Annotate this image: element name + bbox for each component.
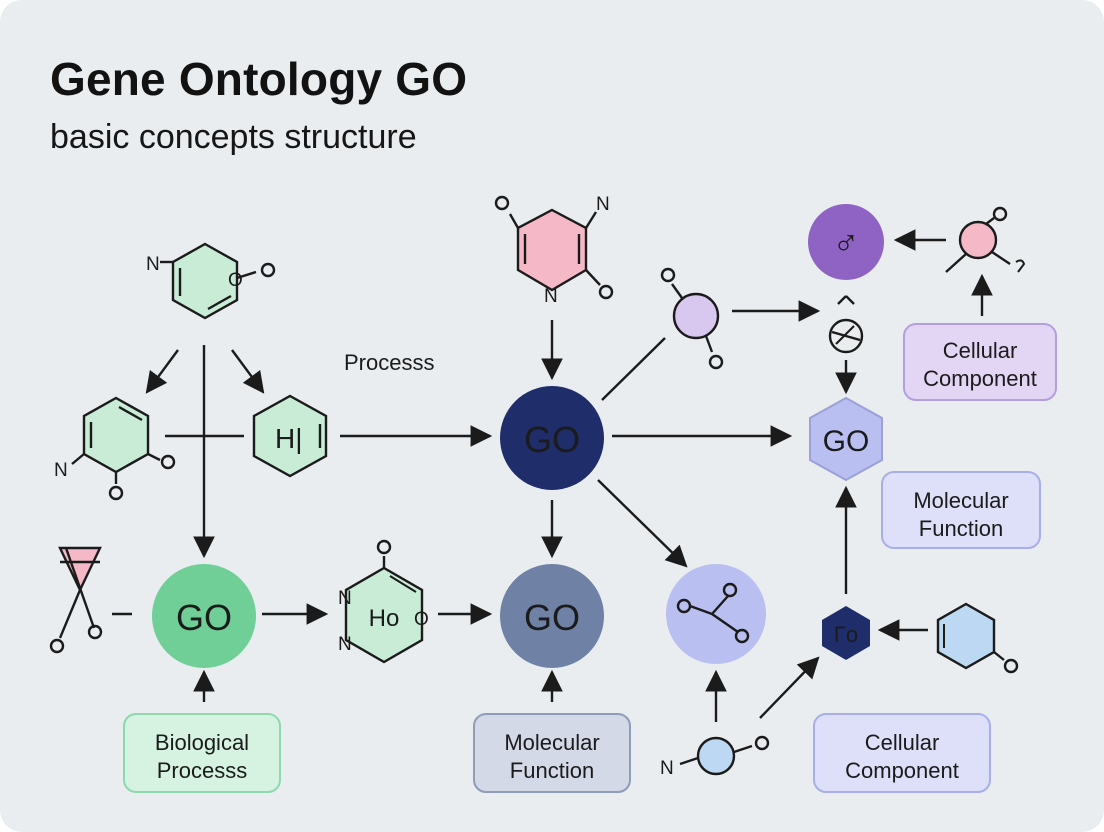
go-left-label: GO xyxy=(176,597,232,638)
benzene-bottom-right xyxy=(936,602,1019,674)
edge-blue-to-hex-small xyxy=(759,656,820,719)
box-line: Molecular xyxy=(913,488,1008,513)
hexagon-top-left: N O xyxy=(146,242,276,320)
molecule-blue-bottom: N xyxy=(660,735,770,779)
atom-o: O xyxy=(414,609,429,630)
box-molecular-function-bottom: Molecular Function xyxy=(473,713,631,793)
edges xyxy=(112,229,993,722)
go-node-right: GO xyxy=(809,396,883,482)
go-node-mid: GO xyxy=(500,564,604,668)
pyridine-top: N N xyxy=(494,194,614,307)
atom-o: O xyxy=(228,270,243,291)
male-symbol-icon: ♂ xyxy=(833,222,860,263)
edge-hex-to-hi-hex xyxy=(231,349,265,394)
hexagon-hi: H| xyxy=(252,394,328,478)
box-line: Biological xyxy=(155,730,249,755)
page-subtitle: basic concepts structure xyxy=(50,118,417,156)
box-line: Cellular xyxy=(943,338,1018,363)
atom-n: N xyxy=(596,194,610,215)
hex-small-label: Γo xyxy=(834,622,858,647)
atom-n: N xyxy=(146,254,160,275)
atom-n: N xyxy=(660,758,674,779)
page-title: Gene Ontology GO xyxy=(50,53,468,105)
lavender-circle-node xyxy=(666,564,766,664)
edge-hex-to-left-hex xyxy=(145,349,179,394)
atom-n: N xyxy=(338,588,352,609)
purple-ring-node: ♂ xyxy=(808,204,884,280)
box-line: Function xyxy=(919,516,1003,541)
go-node-left: GO xyxy=(152,564,256,668)
box-line: Cellular xyxy=(865,730,940,755)
box-line: Function xyxy=(510,758,594,783)
go-right-label: GO xyxy=(823,425,870,458)
box-line: Component xyxy=(923,366,1037,391)
go-node-center: GO xyxy=(500,386,604,490)
box-line: Processs xyxy=(157,758,247,783)
atom-n: N xyxy=(338,634,352,655)
atom-n: N xyxy=(544,286,558,307)
edge-go-center-to-lavender xyxy=(597,479,688,568)
hexagon-left: N xyxy=(54,396,176,501)
box-biological-process: Biological Processs xyxy=(123,713,281,793)
box-molecular-function-right: Molecular Function xyxy=(881,471,1041,549)
ring-ho-label: Ho xyxy=(369,605,400,632)
molecule-lavender-top xyxy=(660,267,724,370)
box-line: Molecular xyxy=(504,730,599,755)
small-ring xyxy=(828,295,864,354)
atom-n: N xyxy=(54,460,68,481)
ring-ho: N N O Ho xyxy=(338,539,429,664)
hex-small-node: Γo xyxy=(822,606,870,660)
go-mid-label: GO xyxy=(524,597,580,638)
box-line: Component xyxy=(845,758,959,783)
go-center-label: GO xyxy=(524,419,580,460)
cone-molecule xyxy=(49,546,103,654)
box-cellular-component-top: Cellular Component xyxy=(903,323,1057,401)
box-cellular-component-bottom: Cellular Component xyxy=(813,713,991,793)
hexagon-hi-label: H| xyxy=(275,423,303,454)
edge-go-center-to-molecule xyxy=(601,337,666,401)
molecule-pink-top-right xyxy=(945,206,1026,273)
edge-label: Processs xyxy=(344,350,434,375)
